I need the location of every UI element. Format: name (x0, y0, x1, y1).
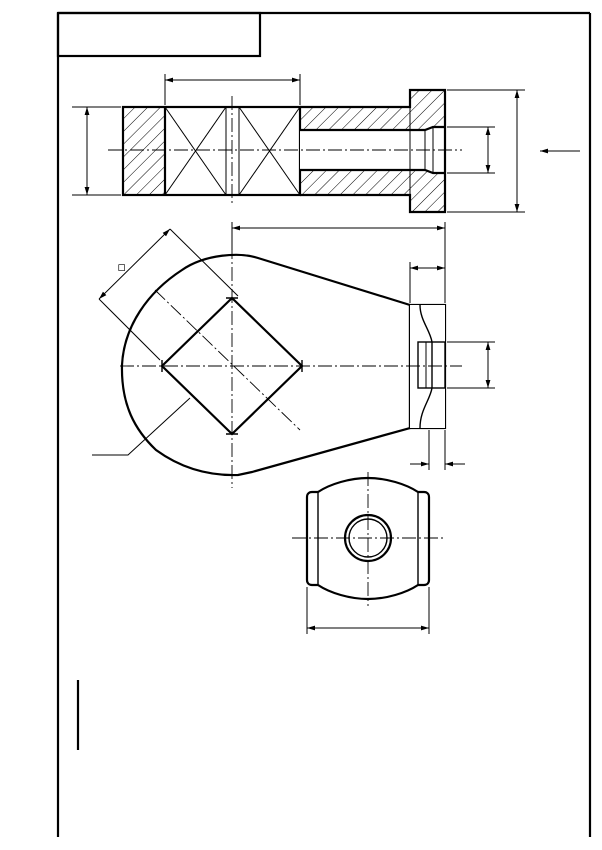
front-section-view (72, 74, 580, 214)
end-view (292, 472, 444, 634)
title-block (56, 11, 262, 58)
square-symbol-label: ◇ (113, 258, 130, 275)
top-view: ◇ (92, 222, 495, 488)
